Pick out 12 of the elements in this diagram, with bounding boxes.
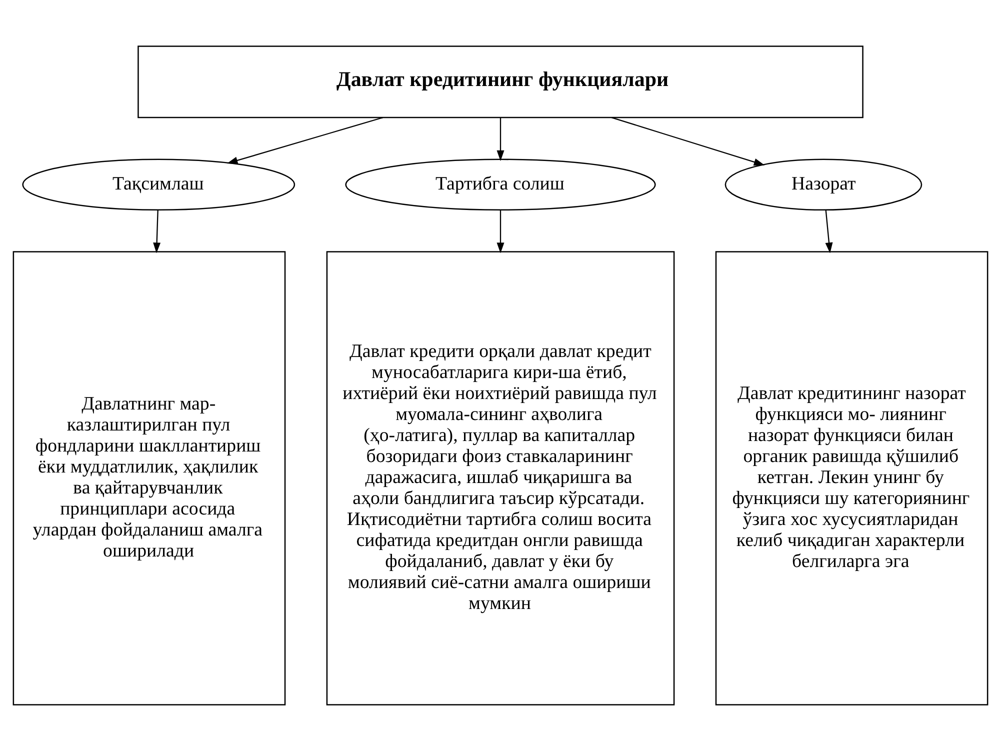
arrow	[610, 116, 764, 166]
arrow	[496, 117, 504, 161]
node-ellipse: Тақсимлаш	[22, 158, 295, 210]
node-box: Давлат кредитининг функциялари	[137, 45, 863, 118]
arrow	[496, 210, 504, 253]
node-box: Давлат кредити орқали давлат кредит муносабатларига кири-ша ётиб, ихтиёрий ёки ноихтиёрий равишда пул муомала-сининг аҳволига (ҳо-латига), пуллар ва капиталлар бозоридаги фоиз ставкаларининг даражасига, ишлаб чиқаришга ва аҳоли бандлигига таъсир кўрсатади. Иқтисодиётни тартибга солиш восита сифатида кредитдан онгли равишда фойдаланиб, давлат у ёки бу молиявий сиё-сатни амалга ошириши мумкин	[326, 250, 674, 705]
node-box: Давлат кредитининг назорат функцияси мо- лиянинг назорат функцияси билан органик равишда қўшилиб кетган. Лекин унинг бу функцияси шу категориянинг ўзига хос хусусиятларидан келиб чиқадиган характерли белгиларга эга	[714, 250, 988, 705]
node-box: Давлатнинг мар- казлаштирилган пул фондларини шакллантириш ёки муддатлилик, ҳақлилик ва қайтарувчанлик принциплари асосида улардан фойдаланиш амалга оширилади	[12, 250, 286, 705]
node-ellipse: Тартибга солиш	[344, 158, 656, 210]
arrow	[824, 210, 832, 253]
arrow	[226, 116, 383, 164]
arrow	[152, 210, 160, 253]
